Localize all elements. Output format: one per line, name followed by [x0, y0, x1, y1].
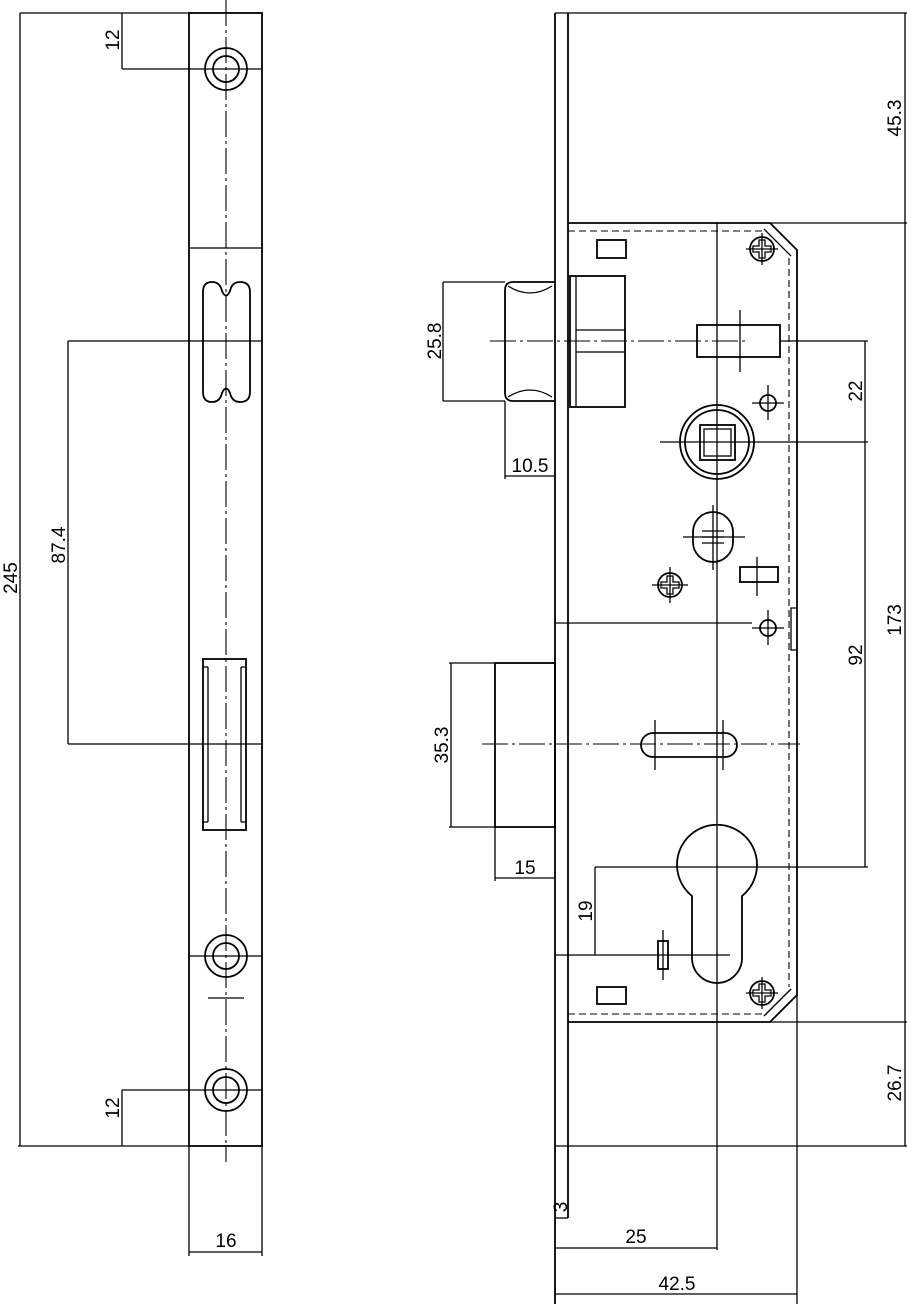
front-view: 245 12 87.4 12 16 — [1, 0, 263, 1256]
dim-label-case-height: 173 — [885, 604, 906, 636]
bottom-case-slot — [596, 986, 627, 1005]
bottom-case-screw — [746, 977, 778, 1009]
dim-label-top-screw: 12 — [103, 29, 124, 50]
upper-pin-hole — [752, 385, 784, 420]
bottom-screw-hole — [189, 1068, 262, 1112]
phillips-cross-icon — [752, 239, 772, 259]
latch-bolt — [490, 275, 745, 408]
small-slide — [739, 557, 779, 596]
side-view: 25.8 10.5 35.3 15 22 92 19 45.3 — [425, 12, 907, 1304]
middle-case-screw — [652, 567, 688, 603]
bolt-slot-outline — [640, 732, 738, 758]
latch-bevel-bottom — [507, 389, 553, 398]
dim-label-bolt-projection: 15 — [514, 858, 535, 879]
top-case-screw — [746, 233, 778, 265]
middle-screw-hole — [189, 934, 262, 978]
bolt-slot — [640, 720, 738, 770]
case-chamfer-inner — [763, 228, 792, 257]
dim-label-cylinder-offset: 19 — [576, 900, 597, 921]
latch-opening — [202, 281, 251, 403]
dim-label-latch-projection: 10.5 — [512, 456, 549, 477]
dim-label-faceplate-width: 16 — [215, 1231, 236, 1252]
side-view-dimensions: 25.8 10.5 35.3 15 22 92 19 45.3 — [425, 13, 907, 1304]
phillips-cross-icon — [752, 983, 772, 1003]
dim-label-latch-height: 25.8 — [425, 323, 446, 360]
dim-label-spindle-to-cylinder: 92 — [846, 644, 867, 665]
dim-label-overall-height: 245 — [1, 562, 22, 594]
cylinder-keyhole — [676, 823, 758, 984]
lower-pin-hole — [555, 610, 784, 645]
dim-label-faceplate-thickness: 3 — [551, 1202, 572, 1213]
small-slide-body — [739, 566, 779, 583]
dim-label-backset: 25 — [625, 1227, 646, 1248]
top-case-slot — [596, 239, 627, 259]
dim-label-case-top-offset: 45.3 — [885, 100, 906, 137]
oval-slot — [683, 505, 745, 570]
lock-case — [568, 222, 798, 1023]
latch-bevel-top — [507, 285, 553, 294]
dim-label-bottom-screw: 12 — [103, 1097, 124, 1118]
dim-label-bolt-height: 35.3 — [432, 727, 453, 764]
lock-case-outline — [568, 222, 798, 1023]
case-chamfer-inner — [763, 988, 792, 1017]
dim-label-case-bottom-offset: 26.7 — [885, 1065, 906, 1102]
front-view-dimensions: 245 12 87.4 12 16 — [1, 12, 263, 1256]
case-edge-bracket — [790, 607, 797, 651]
dim-label-case-depth: 42.5 — [659, 1274, 696, 1295]
dim-label-latch-to-spindle: 22 — [846, 380, 867, 401]
top-screw-hole — [189, 47, 262, 91]
side-faceplate — [554, 12, 907, 1304]
phillips-cross-icon — [660, 575, 680, 595]
dead-bolt-body — [494, 662, 556, 828]
dim-label-latch-to-bolt: 87.4 — [49, 526, 70, 563]
